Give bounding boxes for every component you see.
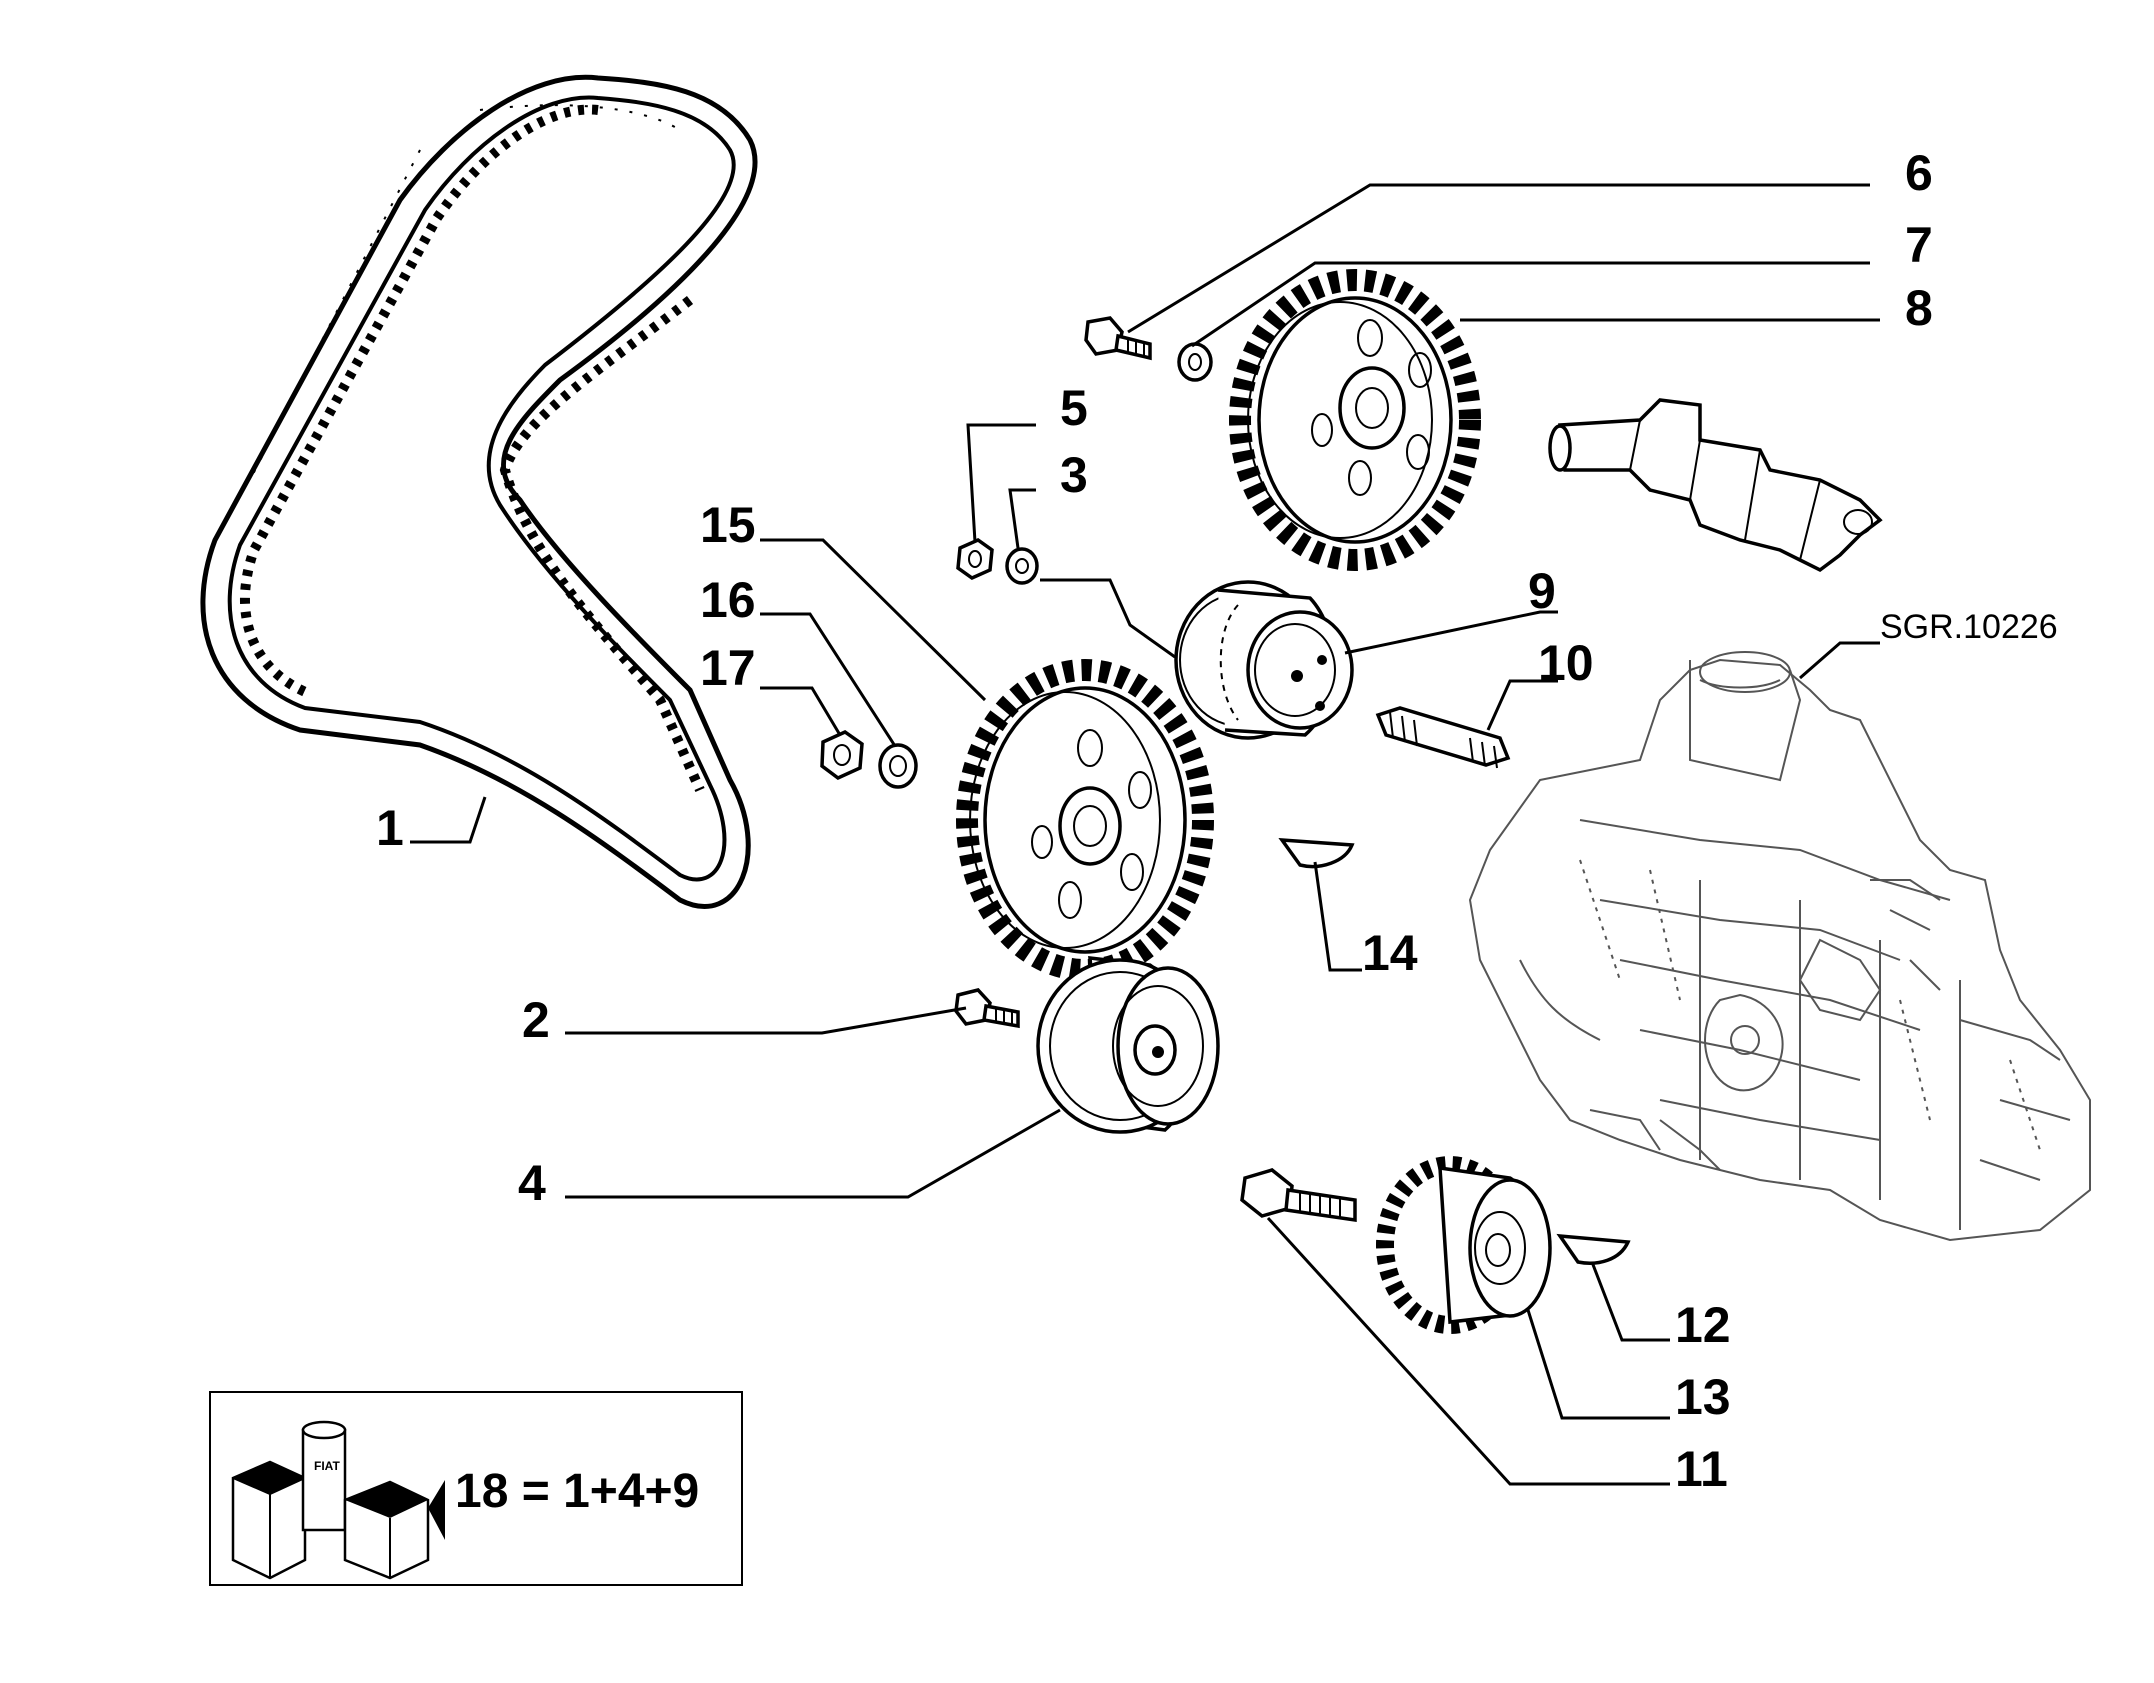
callout-5: 5 [1060,380,1088,436]
leader-7 [1191,261,1870,348]
washer-part-3 [1005,547,1039,585]
camshaft-stub [1548,398,1883,573]
leader-13 [1526,1309,1670,1420]
leader-9 [1344,610,1558,655]
woodruff-key-part-12 [1556,1233,1631,1265]
leader-16 [760,612,897,747]
leader-line-sgr [1799,641,1880,680]
callout-labels: 6 7 8 5 3 15 16 17 9 10 1 14 2 4 12 13 1… [376,145,2058,1497]
callout-1: 1 [376,800,404,856]
leader-5 [966,423,1036,543]
callout-10: 10 [1538,635,1594,691]
reference-code: SGR.10226 [1880,608,2058,646]
leader-2 [565,1006,967,1035]
callout-6: 6 [1905,145,1933,201]
callout-17: 17 [700,640,756,696]
callout-2: 2 [522,992,550,1048]
pump-sprocket-part-13 [1376,1156,1552,1334]
callout-3: 3 [1060,447,1088,503]
washer-part-7 [1177,342,1213,382]
sprocket-part-8 [1229,269,1481,571]
callout-12: 12 [1675,1297,1731,1353]
leader-1 [410,796,487,844]
leader-12 [1590,1261,1670,1342]
bolt-part-11 [1240,1168,1357,1223]
kit-brand-mark: FIAT [314,1459,340,1473]
washer-part-16 [878,743,918,789]
leader-misc [1040,578,1176,659]
leader-3 [1008,488,1036,549]
leader-lines [410,183,1880,1486]
nut-part-5 [956,537,994,581]
callout-7: 7 [1905,217,1933,273]
leader-6 [1127,183,1870,334]
woodruff-key-part-14 [1278,837,1355,869]
callout-14: 14 [1362,925,1418,981]
callout-13: 13 [1675,1369,1731,1425]
leader-10 [1486,679,1558,731]
leader-4 [565,1108,1061,1199]
idler-pulley-part-4 [1036,956,1220,1134]
tensioner-part-9 [1174,580,1354,740]
nut-part-17 [820,729,864,781]
leader-17 [760,686,842,736]
callout-16: 16 [700,572,756,628]
injection-pump-reference [1468,651,2091,1242]
kit-icon: FIAT [231,1420,445,1580]
sprocket-part-15 [956,659,1214,981]
callout-8: 8 [1905,280,1933,336]
timing-belt-part-1 [200,74,758,909]
kit-formula: 18 = 1+4+9 [455,1465,699,1518]
leader-15 [760,538,987,702]
bolt-part-2 [954,988,1020,1029]
stud-part-10 [1375,706,1511,769]
leader-11 [1266,1216,1670,1486]
bolt-part-6 [1084,316,1152,361]
callout-15: 15 [700,497,756,553]
kit-box: FIAT 18 = 1+4+9 [209,1391,743,1586]
callout-11: 11 [1675,1441,1728,1497]
callout-9: 9 [1528,563,1556,619]
callout-4: 4 [518,1155,546,1211]
leader-14 [1313,861,1362,972]
